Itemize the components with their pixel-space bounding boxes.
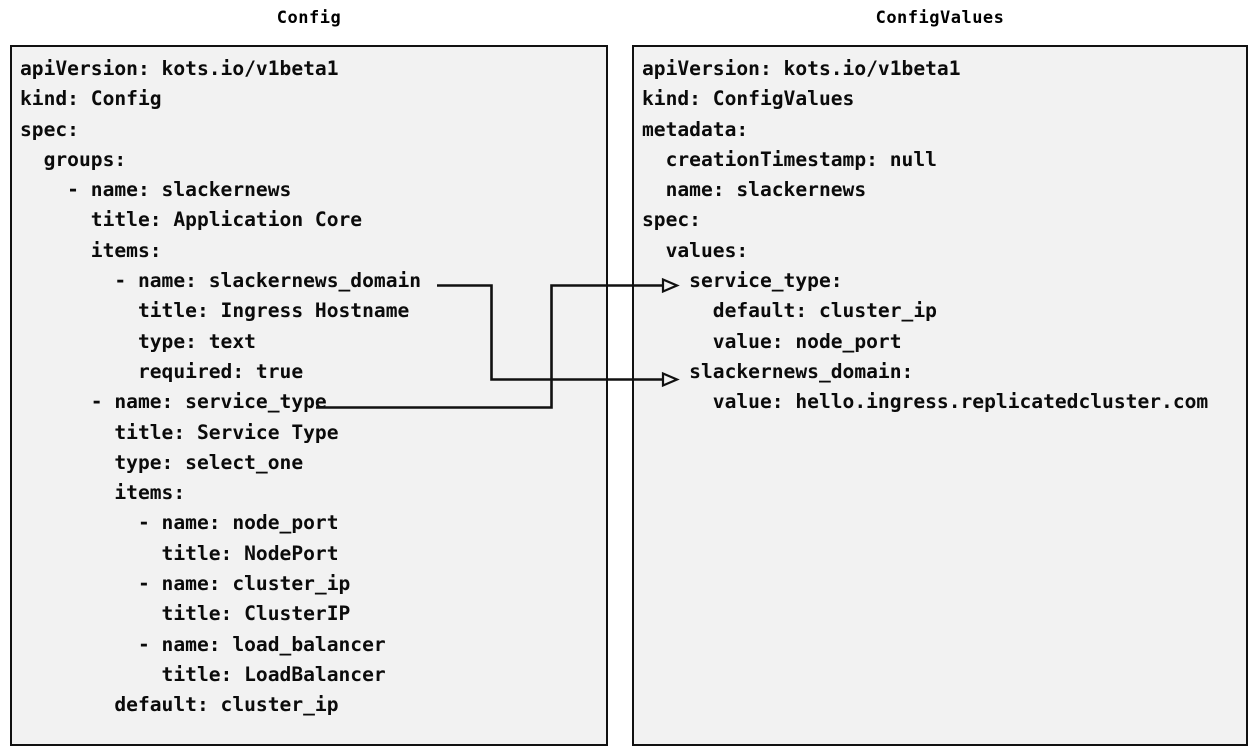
yaml-line: - name: service_type [20, 390, 327, 414]
configvalues-panel-title: ConfigValues [875, 8, 1005, 28]
yaml-line: service_type: [642, 269, 843, 293]
config-panel-title: Config [276, 8, 342, 28]
yaml-line: apiVersion: kots.io/v1beta1 [642, 57, 961, 80]
yaml-line: title: LoadBalancer [20, 662, 386, 686]
yaml-line: apiVersion: kots.io/v1beta1 [20, 57, 339, 80]
yaml-line: - name: slackernews [20, 178, 292, 202]
yaml-line: title: ClusterIP [20, 602, 351, 626]
yaml-line: type: text [20, 329, 256, 353]
yaml-line: metadata: [642, 117, 749, 141]
yaml-line: - name: slackernews_domain [20, 269, 422, 293]
yaml-line: - name: cluster_ip [20, 572, 351, 596]
yaml-line: - name: load_balancer [20, 632, 386, 656]
yaml-line: slackernews_domain: [642, 359, 914, 383]
yaml-line: spec: [20, 117, 79, 141]
yaml-line: type: select_one [20, 450, 304, 474]
yaml-line: value: node_port [642, 329, 902, 353]
yaml-line: items: [20, 238, 162, 262]
config-yaml-code: apiVersion: kots.io/v1beta1 kind: Config s… [20, 54, 604, 721]
yaml-line: default: cluster_ip [642, 299, 937, 323]
yaml-line: required: true [20, 359, 304, 383]
yaml-line: title: Ingress Hostname [20, 299, 410, 323]
yaml-line: default: cluster_ip [20, 693, 339, 717]
yaml-line: items: [20, 481, 186, 505]
yaml-line: creationTimestamp: null [642, 147, 937, 171]
yaml-line: title: Service Type [20, 420, 339, 444]
configvalues-yaml-code: apiVersion: kots.io/v1beta1 kind: ConfigV… [642, 54, 1244, 418]
yaml-line: - name: node_port [20, 511, 339, 535]
yaml-line: spec: [642, 208, 701, 232]
yaml-line: title: NodePort [20, 541, 339, 565]
yaml-line: kind: ConfigValues [642, 87, 855, 111]
config-yaml-panel: apiVersion: kots.io/v1beta1 kind: Config s… [10, 45, 608, 746]
yaml-line: values: [642, 238, 749, 262]
yaml-line: name: slackernews [642, 178, 867, 202]
yaml-line: title: Application Core [20, 208, 363, 232]
yaml-line: value: hello.ingress.replicatedcluster.c… [642, 390, 1209, 414]
yaml-line: groups: [20, 147, 127, 171]
yaml-line: kind: Config [20, 87, 162, 111]
configvalues-yaml-panel: apiVersion: kots.io/v1beta1 kind: ConfigV… [632, 45, 1248, 746]
